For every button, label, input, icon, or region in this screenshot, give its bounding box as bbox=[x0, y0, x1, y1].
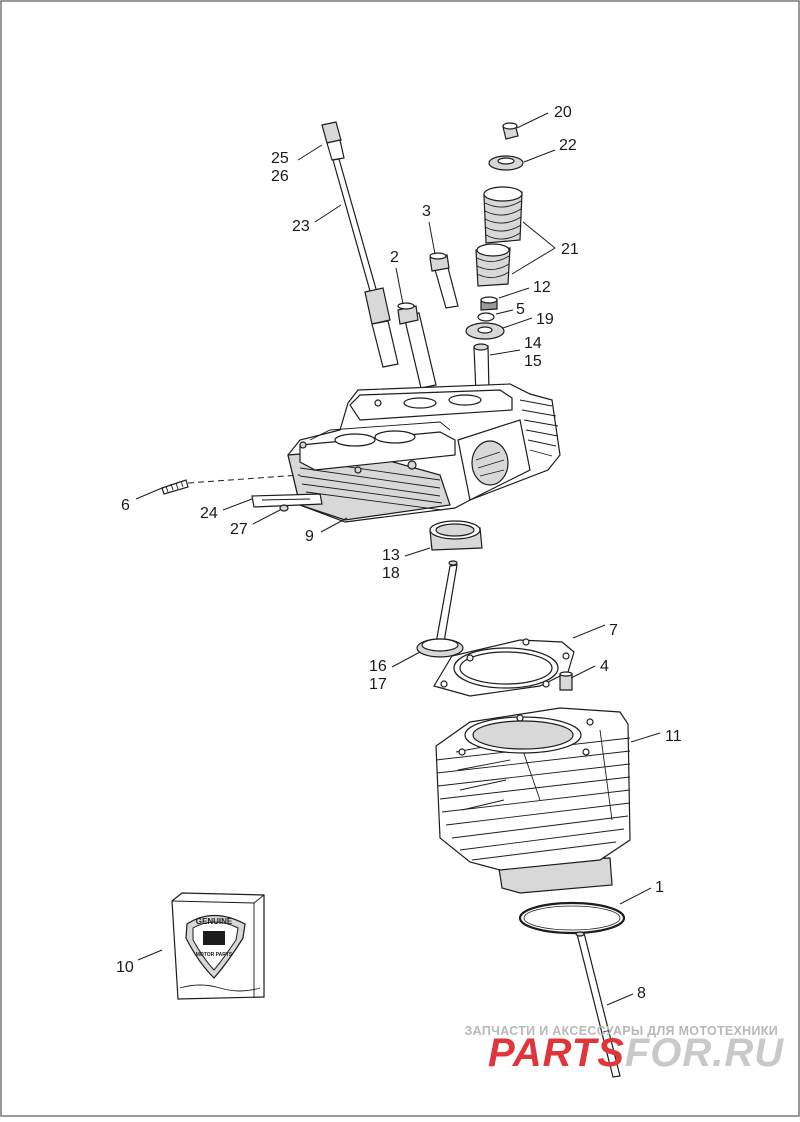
part-22-retainer bbox=[488, 155, 524, 171]
callout-24: 24 bbox=[200, 505, 218, 522]
part-1-o-ring bbox=[518, 901, 626, 935]
callout-18: 18 bbox=[382, 565, 400, 582]
part-11-cylinder bbox=[435, 707, 631, 894]
callout-labels: 20 22 25 26 23 3 21 2 12 5 19 14 15 6 24… bbox=[116, 104, 682, 1002]
watermark: ЗАПЧАСТИ И АКСЕССУАРЫ ДЛЯ МОТОТЕХНИКИ PA… bbox=[465, 1024, 784, 1075]
part-24-nameplate bbox=[251, 493, 323, 508]
part-7-head-gasket bbox=[433, 638, 575, 697]
callout-1: 1 bbox=[655, 879, 664, 896]
callout-9: 9 bbox=[305, 528, 314, 545]
part-13-seat-insert bbox=[429, 520, 483, 551]
callout-10: 10 bbox=[116, 959, 134, 976]
callout-17: 17 bbox=[369, 676, 387, 693]
part-19-spring-seat bbox=[465, 322, 505, 340]
callout-25: 25 bbox=[271, 150, 289, 167]
part-21-valve-springs bbox=[475, 186, 523, 287]
genuine-motor-parts-box-icon: GENUINE MOTOR PARTS bbox=[171, 892, 265, 1000]
watermark-logo-part1: PARTS bbox=[488, 1031, 625, 1075]
callout-5: 5 bbox=[516, 301, 525, 318]
box-bar-shield bbox=[203, 931, 225, 945]
callout-16: 16 bbox=[369, 658, 387, 675]
box-genuine-label: GENUINE bbox=[196, 917, 233, 926]
callout-4: 4 bbox=[600, 658, 609, 675]
part-27-screw bbox=[279, 504, 289, 512]
part-20-keeper bbox=[502, 122, 519, 140]
part-3-guide bbox=[429, 252, 459, 309]
watermark-logo-part2: FOR.RU bbox=[625, 1031, 784, 1075]
callout-6: 6 bbox=[121, 497, 130, 514]
part-2-guide bbox=[397, 302, 437, 389]
part-5-o-ring bbox=[477, 312, 495, 322]
callout-22: 22 bbox=[559, 137, 577, 154]
watermark-tagline: ЗАПЧАСТИ И АКСЕССУАРЫ ДЛЯ МОТОТЕХНИКИ bbox=[465, 1024, 778, 1038]
box-motor-parts-label: MOTOR PARTS bbox=[196, 952, 233, 958]
callout-19: 19 bbox=[536, 311, 554, 328]
part-16-valve bbox=[416, 560, 464, 658]
part-23-sensor-lead bbox=[321, 121, 399, 368]
callout-14: 14 bbox=[524, 335, 542, 352]
callout-2: 2 bbox=[390, 249, 399, 266]
callout-12: 12 bbox=[533, 279, 551, 296]
callout-27: 27 bbox=[230, 521, 248, 538]
watermark-logo: PARTSFOR.RU bbox=[488, 1031, 784, 1075]
callout-3: 3 bbox=[422, 203, 431, 220]
callout-11: 11 bbox=[665, 728, 682, 745]
part-6-stud bbox=[161, 474, 301, 495]
callout-26: 26 bbox=[271, 168, 289, 185]
part-8-stud bbox=[575, 931, 621, 1078]
callout-23: 23 bbox=[292, 218, 310, 235]
callout-7: 7 bbox=[609, 622, 618, 639]
callout-8: 8 bbox=[637, 985, 646, 1002]
callout-13: 13 bbox=[382, 547, 400, 564]
callout-20: 20 bbox=[554, 104, 572, 121]
part-4-dowel bbox=[559, 671, 573, 691]
callout-15: 15 bbox=[524, 353, 542, 370]
leader-lines bbox=[135, 112, 661, 1006]
callout-21: 21 bbox=[561, 241, 579, 258]
part-12-valve-seal bbox=[480, 296, 498, 311]
